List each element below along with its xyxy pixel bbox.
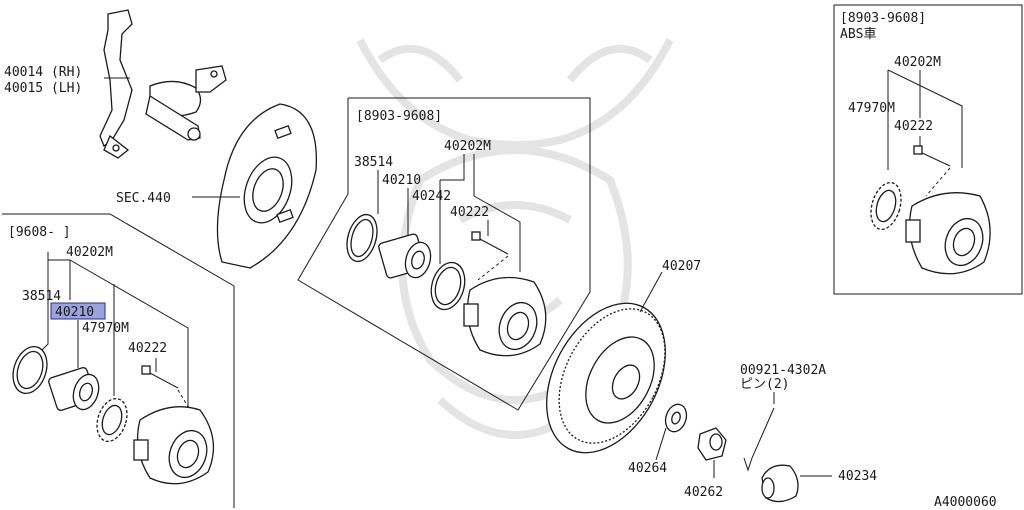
label-rotor: 40207 (662, 259, 701, 274)
label-cotter-pin-qty: ピン(2) (740, 377, 789, 392)
label-washer: 40264 (628, 461, 667, 476)
left-snap-ring (12, 345, 48, 395)
label-mid-hub: 40202M (444, 139, 491, 154)
abs-group-frame (833, 4, 1023, 295)
middle-grease-seal (430, 261, 466, 311)
hub-nut (697, 427, 727, 461)
abs-box-label-2: ABS車 (840, 27, 876, 42)
label-abs-sensor-ring: 47970M (848, 101, 895, 116)
middle-wheel-bearing (378, 233, 432, 279)
left-group-frame (2, 213, 235, 508)
abs-hub-bolt (913, 145, 951, 197)
label-knuckle-lh: 40015 (LH) (4, 81, 82, 96)
label-left-sensor-ring: 47970M (82, 321, 129, 336)
label-abs-bolt: 40222 (894, 119, 933, 134)
label-cap: 40234 (838, 469, 877, 484)
steering-knuckle (99, 9, 227, 159)
label-mid-snap-ring: 38514 (354, 155, 393, 170)
abs-sensor-ring (870, 181, 902, 231)
label-left-hub: 40202M (66, 245, 113, 260)
label-nut: 40262 (684, 485, 723, 500)
label-abs-hub: 40202M (894, 55, 941, 70)
left-hub-flange (133, 406, 214, 485)
brake-splash-shield (216, 103, 318, 269)
label-mid-seal: 40242 (412, 189, 451, 204)
abs-box-label-1: [8903-9608] (840, 11, 926, 26)
label-mid-bearing: 40210 (382, 173, 421, 188)
highlight-box-40210 (50, 302, 106, 320)
middle-hub-flange (463, 276, 547, 357)
left-wheel-bearing (48, 367, 100, 411)
washer (664, 403, 688, 433)
label-left-bolt: 40222 (128, 341, 167, 356)
left-hub-bolt (141, 365, 191, 411)
diagram-id: A4000060 (934, 495, 997, 510)
middle-box-label: [8903-9608] (356, 109, 442, 124)
left-leader-lines (39, 252, 189, 412)
middle-hub-bolt (471, 231, 509, 281)
middle-group-frame (297, 97, 591, 411)
left-box-label: [9608- ] (8, 225, 71, 240)
cotter-pin (743, 407, 775, 472)
label-cotter-pin: 00921-4302A (740, 363, 826, 378)
label-left-bearing[interactable]: 40210 (55, 305, 94, 320)
left-abs-sensor-ring (96, 397, 128, 443)
label-left-snap-ring: 38514 (22, 289, 61, 304)
abs-leader-lines (887, 69, 963, 170)
label-sec-440: SEC.440 (116, 191, 171, 206)
middle-snap-ring (346, 213, 378, 263)
brake-rotor (546, 302, 666, 454)
hub-cap (761, 464, 799, 503)
abs-hub-flange (905, 192, 991, 275)
middle-leader-lines (377, 154, 521, 272)
label-knuckle-rh: 40014 (RH) (4, 65, 82, 80)
label-mid-bolt: 40222 (450, 205, 489, 220)
